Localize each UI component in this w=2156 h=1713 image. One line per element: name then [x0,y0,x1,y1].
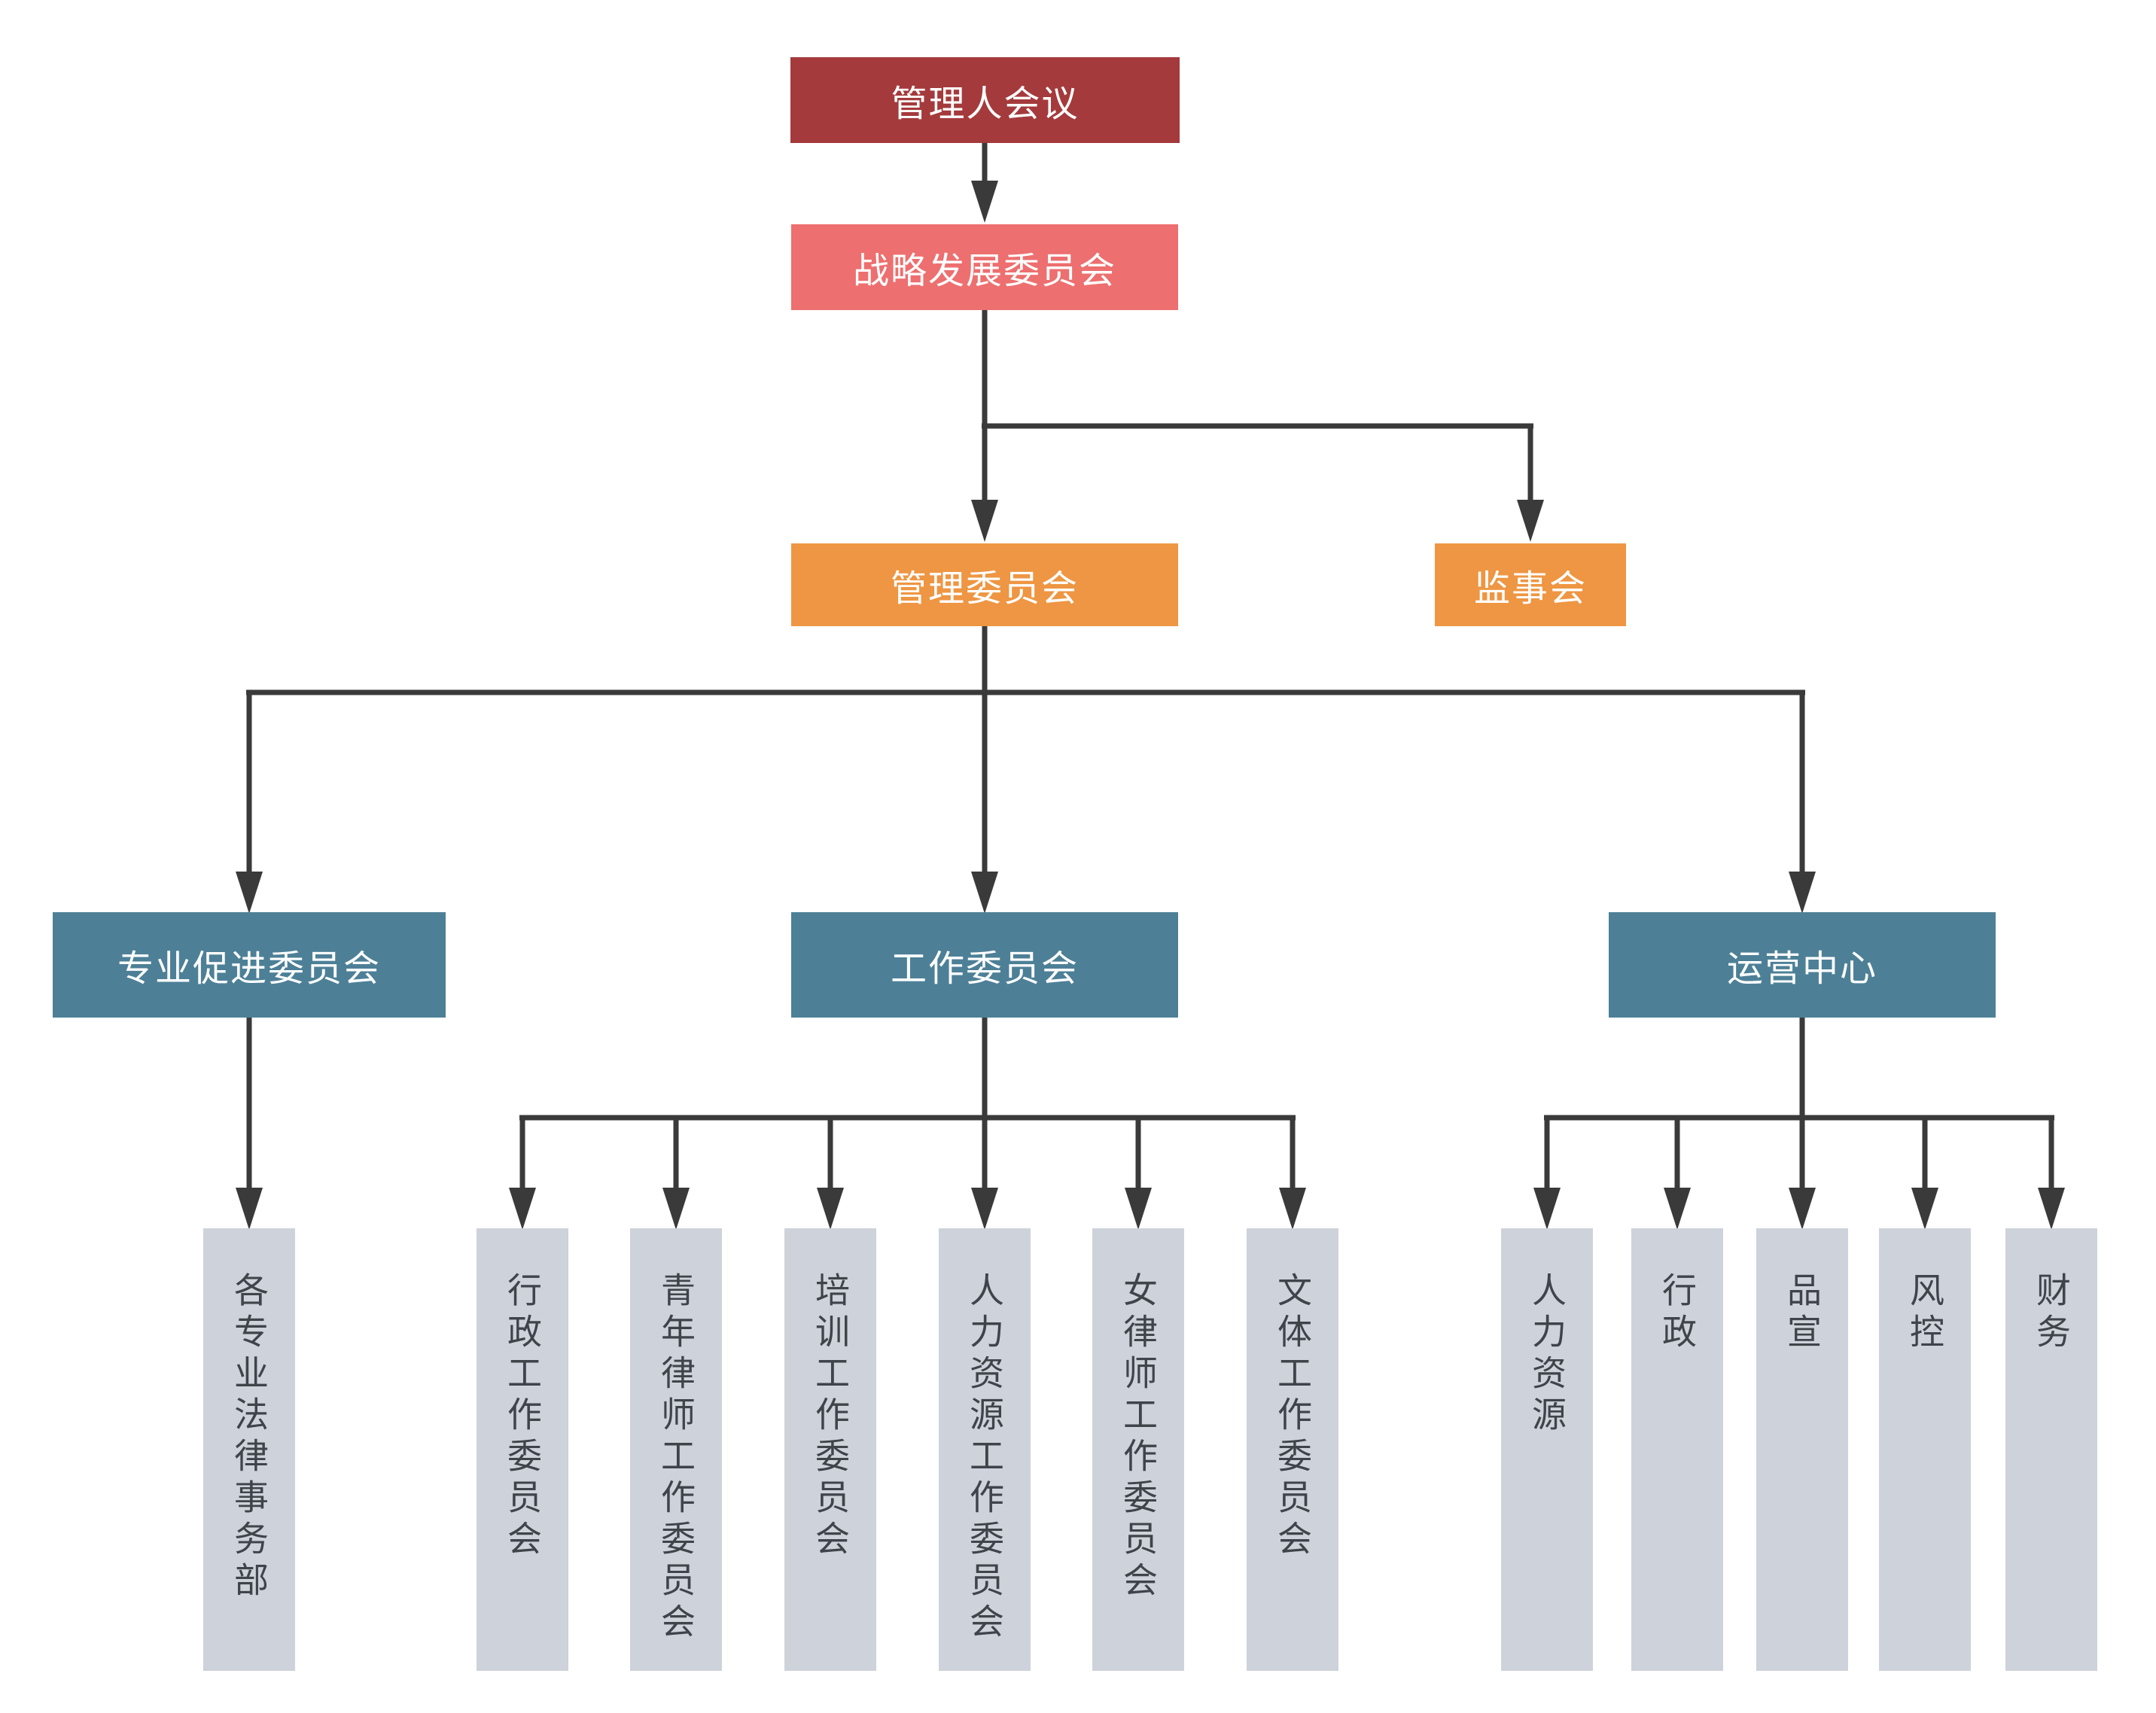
node-label: 管理委员会 [890,569,1079,609]
node-label: 工作委员会 [890,949,1079,989]
node-label: 培训工作委员会 [811,1272,850,1562]
node-label: 运营中心 [1726,949,1877,989]
node-strategy-development-committee: 战略发展委员会 [791,224,1178,310]
edge-management-to-centers [236,626,1816,914]
node-women-lawyers-work-committee: 女律师工作委员会 [1092,1228,1184,1671]
node-label: 人力资源工作委员会 [965,1272,1004,1645]
node-administration: 行政 [1631,1228,1723,1671]
node-label: 品宣 [1783,1272,1822,1355]
node-professional-promotion-committee: 专业促进委员会 [53,912,446,1018]
node-managers-meeting: 管理人会议 [790,57,1180,143]
node-label: 专业促进委员会 [117,949,381,989]
edge-strategy-to-management-and-supervisory [971,310,1544,542]
node-label: 监事会 [1473,569,1587,609]
node-label: 战略发展委员会 [852,251,1116,291]
node-youth-lawyers-work-committee: 青年律师工作委员会 [630,1228,722,1671]
edge-operations-to-departments [1533,1018,2065,1230]
node-human-resources: 人力资源 [1501,1228,1593,1671]
node-label: 女律师工作委员会 [1119,1272,1158,1603]
node-supervisory-board: 监事会 [1435,543,1626,626]
node-brand-publicity: 品宣 [1756,1228,1848,1671]
node-label: 各专业法律事务部 [230,1272,269,1603]
node-label: 人力资源 [1527,1272,1567,1438]
node-legal-affairs-departments: 各专业法律事务部 [203,1228,295,1671]
edge-professional-to-department [236,1018,263,1230]
node-risk-control: 风控 [1879,1228,1971,1671]
node-label: 行政 [1658,1272,1697,1355]
node-operations-center: 运营中心 [1609,912,1996,1018]
node-management-committee: 管理委员会 [791,543,1178,626]
node-label: 青年律师工作委员会 [656,1272,696,1645]
edge-root-to-strategy [971,143,998,223]
node-admin-work-committee: 行政工作委员会 [477,1228,568,1671]
node-work-committee: 工作委员会 [791,912,1178,1018]
node-label: 文体工作委员会 [1273,1272,1312,1562]
node-label: 财务 [2032,1272,2071,1355]
node-training-work-committee: 培训工作委员会 [784,1228,876,1671]
node-hr-work-committee: 人力资源工作委员会 [939,1228,1031,1671]
node-label: 风控 [1905,1272,1944,1355]
node-label: 管理人会议 [891,84,1080,124]
edge-work-to-departments [509,1018,1306,1230]
node-finance: 财务 [2005,1228,2097,1671]
node-label: 行政工作委员会 [503,1272,542,1562]
node-culture-sports-work-committee: 文体工作委员会 [1247,1228,1338,1671]
